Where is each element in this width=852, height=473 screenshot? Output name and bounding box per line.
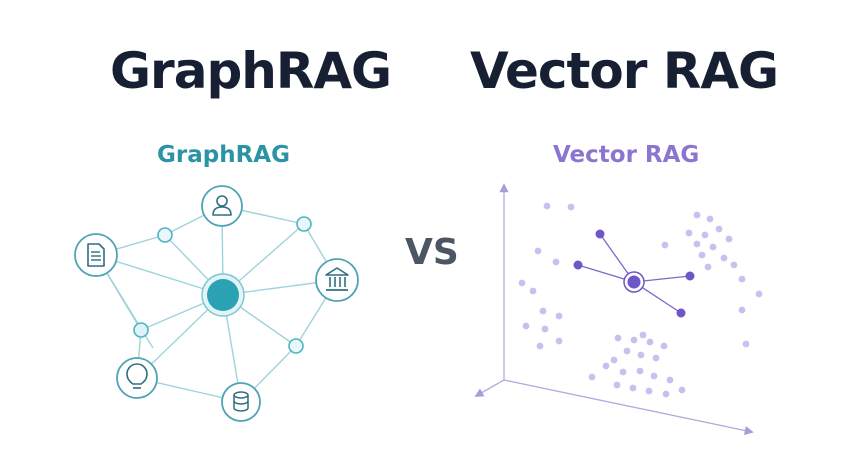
embedding-point (539, 307, 547, 315)
lightbulb-icon (116, 357, 158, 399)
vector-rag-diagram-label: Vector RAG (553, 142, 700, 168)
embedding-point (709, 243, 717, 251)
embedding-point (623, 347, 631, 355)
embedding-point (738, 306, 746, 314)
embedding-point (720, 254, 728, 262)
embedding-point (552, 258, 560, 266)
embedding-point (646, 338, 654, 346)
embedding-point (652, 354, 660, 362)
small-node (288, 338, 304, 354)
embedding-point (639, 331, 647, 339)
embedding-point (529, 287, 537, 295)
embedding-point (614, 334, 622, 342)
embedding-point (678, 386, 686, 394)
embedding-point (706, 215, 714, 223)
vector-rag-title: Vector RAG (470, 42, 779, 100)
embedding-point (704, 263, 712, 271)
embedding-point (637, 351, 645, 359)
embedding-point (693, 240, 701, 248)
embedding-point (541, 325, 549, 333)
embedding-point (660, 342, 668, 350)
embedding-point (701, 231, 709, 239)
embedding-point (738, 275, 746, 283)
embedding-point (588, 373, 596, 381)
embedding-point (522, 322, 530, 330)
embedding-point (555, 312, 563, 320)
embedding-point (613, 381, 621, 389)
embedding-point (536, 342, 544, 350)
z-axis-arrow (474, 379, 505, 397)
vector-axes (474, 183, 754, 435)
embedding-point (693, 211, 701, 219)
embedding-point (636, 367, 644, 375)
x-axis-arrow (503, 379, 754, 435)
embedding-point (725, 235, 733, 243)
embedding-point (619, 368, 627, 376)
embedding-point (730, 261, 738, 269)
small-node (157, 227, 173, 243)
graphrag-diagram-label: GraphRAG (157, 142, 290, 168)
embedding-point (630, 336, 638, 344)
embedding-point (698, 251, 706, 259)
embedding-point (610, 356, 618, 364)
edge (95, 254, 224, 296)
embedding-point (662, 390, 670, 398)
embedding-point (543, 202, 551, 210)
embedding-point (534, 247, 542, 255)
embedding-points (518, 202, 763, 398)
embedding-point (555, 337, 563, 345)
neighbor-point (595, 229, 605, 239)
neighbor-point (573, 260, 583, 270)
embedding-point (666, 376, 674, 384)
embedding-point (629, 384, 637, 392)
embedding-point (742, 340, 750, 348)
graphrag-title: GraphRAG (110, 42, 392, 100)
embedding-point (715, 225, 723, 233)
embedding-point (567, 203, 575, 211)
vs-separator: VS (405, 232, 459, 273)
small-node (133, 322, 149, 338)
database-icon (221, 382, 261, 422)
neighbor-point (685, 271, 695, 281)
neighbor-point (676, 308, 686, 318)
embedding-point (602, 362, 610, 370)
bank-icon (315, 258, 359, 302)
embedding-point (755, 290, 763, 298)
center-node (207, 279, 239, 311)
embedding-point (518, 279, 526, 287)
embedding-point (685, 229, 693, 237)
small-node (296, 216, 312, 232)
embedding-point (650, 372, 658, 380)
query-point (623, 271, 645, 293)
document-icon (74, 233, 118, 277)
embedding-point (661, 241, 669, 249)
user-icon (201, 185, 243, 227)
embedding-point (645, 387, 653, 395)
